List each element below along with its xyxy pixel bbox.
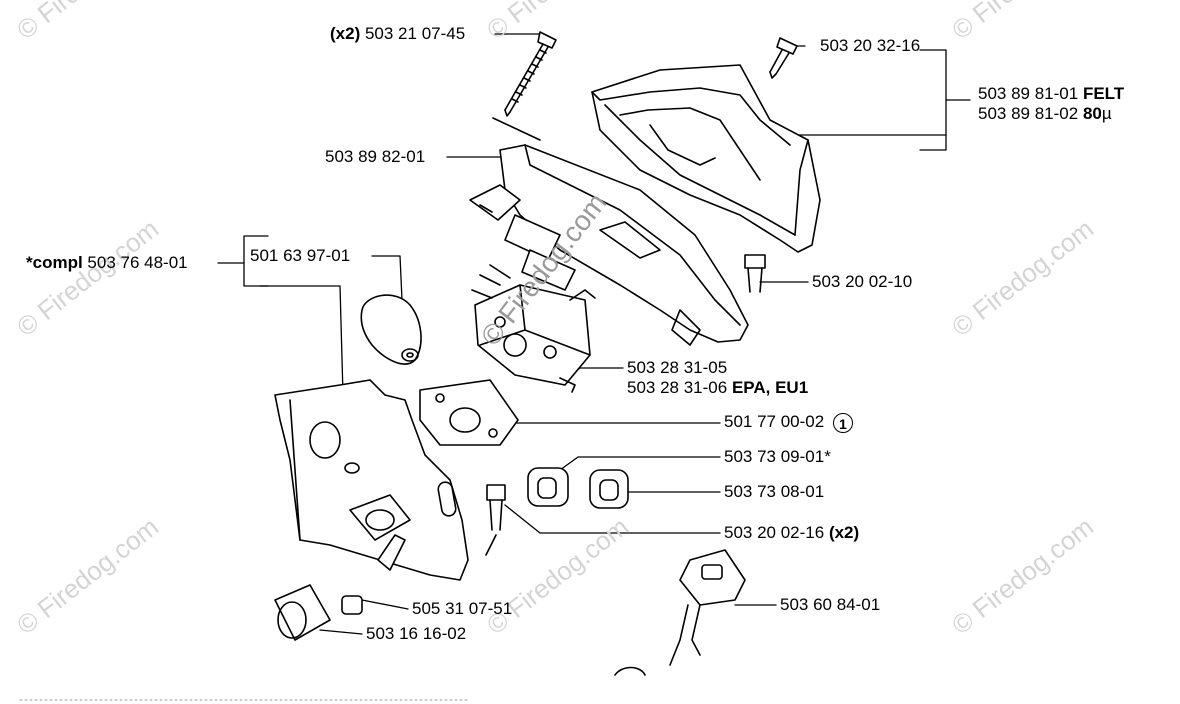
leader-lines — [217, 33, 971, 635]
screw-bolt-icon — [485, 484, 506, 556]
part-number: 503 20 32-16 — [820, 36, 921, 55]
label-suffix: 80 — [1082, 104, 1102, 123]
label-gasket: 501 77 00-02 1 — [724, 412, 853, 433]
air-filter-icon — [591, 64, 821, 253]
grommet-icon-2 — [589, 469, 629, 509]
screw-long-icon — [492, 31, 557, 141]
part-number: 503 76 48-01 — [87, 253, 188, 272]
label-screw-top-right: 503 20 32-16 — [820, 36, 920, 56]
part-number: 501 77 00-02 — [724, 412, 825, 431]
screw-small-icon — [769, 37, 798, 79]
label-screw-right: 503 20 02-10 — [812, 272, 912, 292]
label-filter-felt: 503 89 81-01 FELT — [978, 84, 1124, 104]
flange-plate-icon — [274, 379, 469, 581]
label-holder: 503 89 82-01 — [325, 147, 425, 167]
part-number: 503 20 02-16 — [724, 523, 825, 542]
label-carb-a: 503 28 31-05 — [627, 358, 727, 378]
part-number: 503 73 08-01 — [724, 482, 825, 501]
part-number: 501 63 97-01 — [250, 246, 351, 265]
screw-bolt-icon-2 — [744, 254, 766, 293]
label-grommet-b: 503 73 08-01 — [724, 482, 824, 502]
part-number: 503 20 02-10 — [812, 272, 913, 291]
part-number: 503 73 09-01* — [724, 447, 831, 466]
part-number: 503 89 81-02 — [978, 104, 1079, 123]
bellows-icon — [360, 294, 422, 365]
label-suffix: EPA, EU1 — [731, 378, 809, 397]
filter-holder-icon — [469, 144, 749, 346]
label-throttle-cable: 503 60 84-01 — [780, 595, 880, 615]
throttle-cable-icon — [614, 549, 746, 676]
carburetor-icon — [471, 264, 596, 393]
label-unit: µ — [1101, 104, 1112, 123]
label-bellows: 501 63 97-01 — [250, 246, 350, 266]
label-prefix: (x2) — [330, 24, 361, 43]
label-filter-80: 503 89 81-02 80µ — [978, 104, 1112, 124]
part-number: 503 16 16-02 — [366, 624, 467, 643]
part-number: 503 21 07-45 — [364, 24, 466, 43]
label-sleeve: 503 16 16-02 — [366, 624, 466, 644]
label-screw-bottom: 503 20 02-16 (x2) — [724, 523, 859, 543]
part-number: 503 28 31-05 — [627, 358, 728, 377]
sleeve-icon — [274, 584, 331, 641]
part-number: 503 60 84-01 — [780, 595, 881, 614]
gasket-icon — [419, 379, 519, 446]
label-nipple: 505 31 07-51 — [412, 599, 512, 619]
label-grommet-a: 503 73 09-01* — [724, 447, 831, 467]
label-kit-compl: *compl 503 76 48-01 — [26, 253, 188, 273]
label-screw-top-left: (x2) 503 21 07-45 — [330, 24, 465, 44]
label-carb-b: 503 28 31-06 EPA, EU1 — [627, 378, 808, 398]
part-number: 503 28 31-06 — [627, 378, 728, 397]
part-number: 505 31 07-51 — [412, 599, 513, 618]
part-number: 503 89 82-01 — [325, 147, 426, 166]
footnote-badge: 1 — [832, 412, 853, 433]
label-suffix: (x2) — [828, 523, 860, 542]
label-prefix: *compl — [26, 253, 83, 272]
nipple-icon — [341, 595, 363, 615]
part-number: 503 89 81-01 — [978, 84, 1079, 103]
grommet-icon — [527, 467, 569, 507]
label-suffix: FELT — [1082, 84, 1125, 103]
